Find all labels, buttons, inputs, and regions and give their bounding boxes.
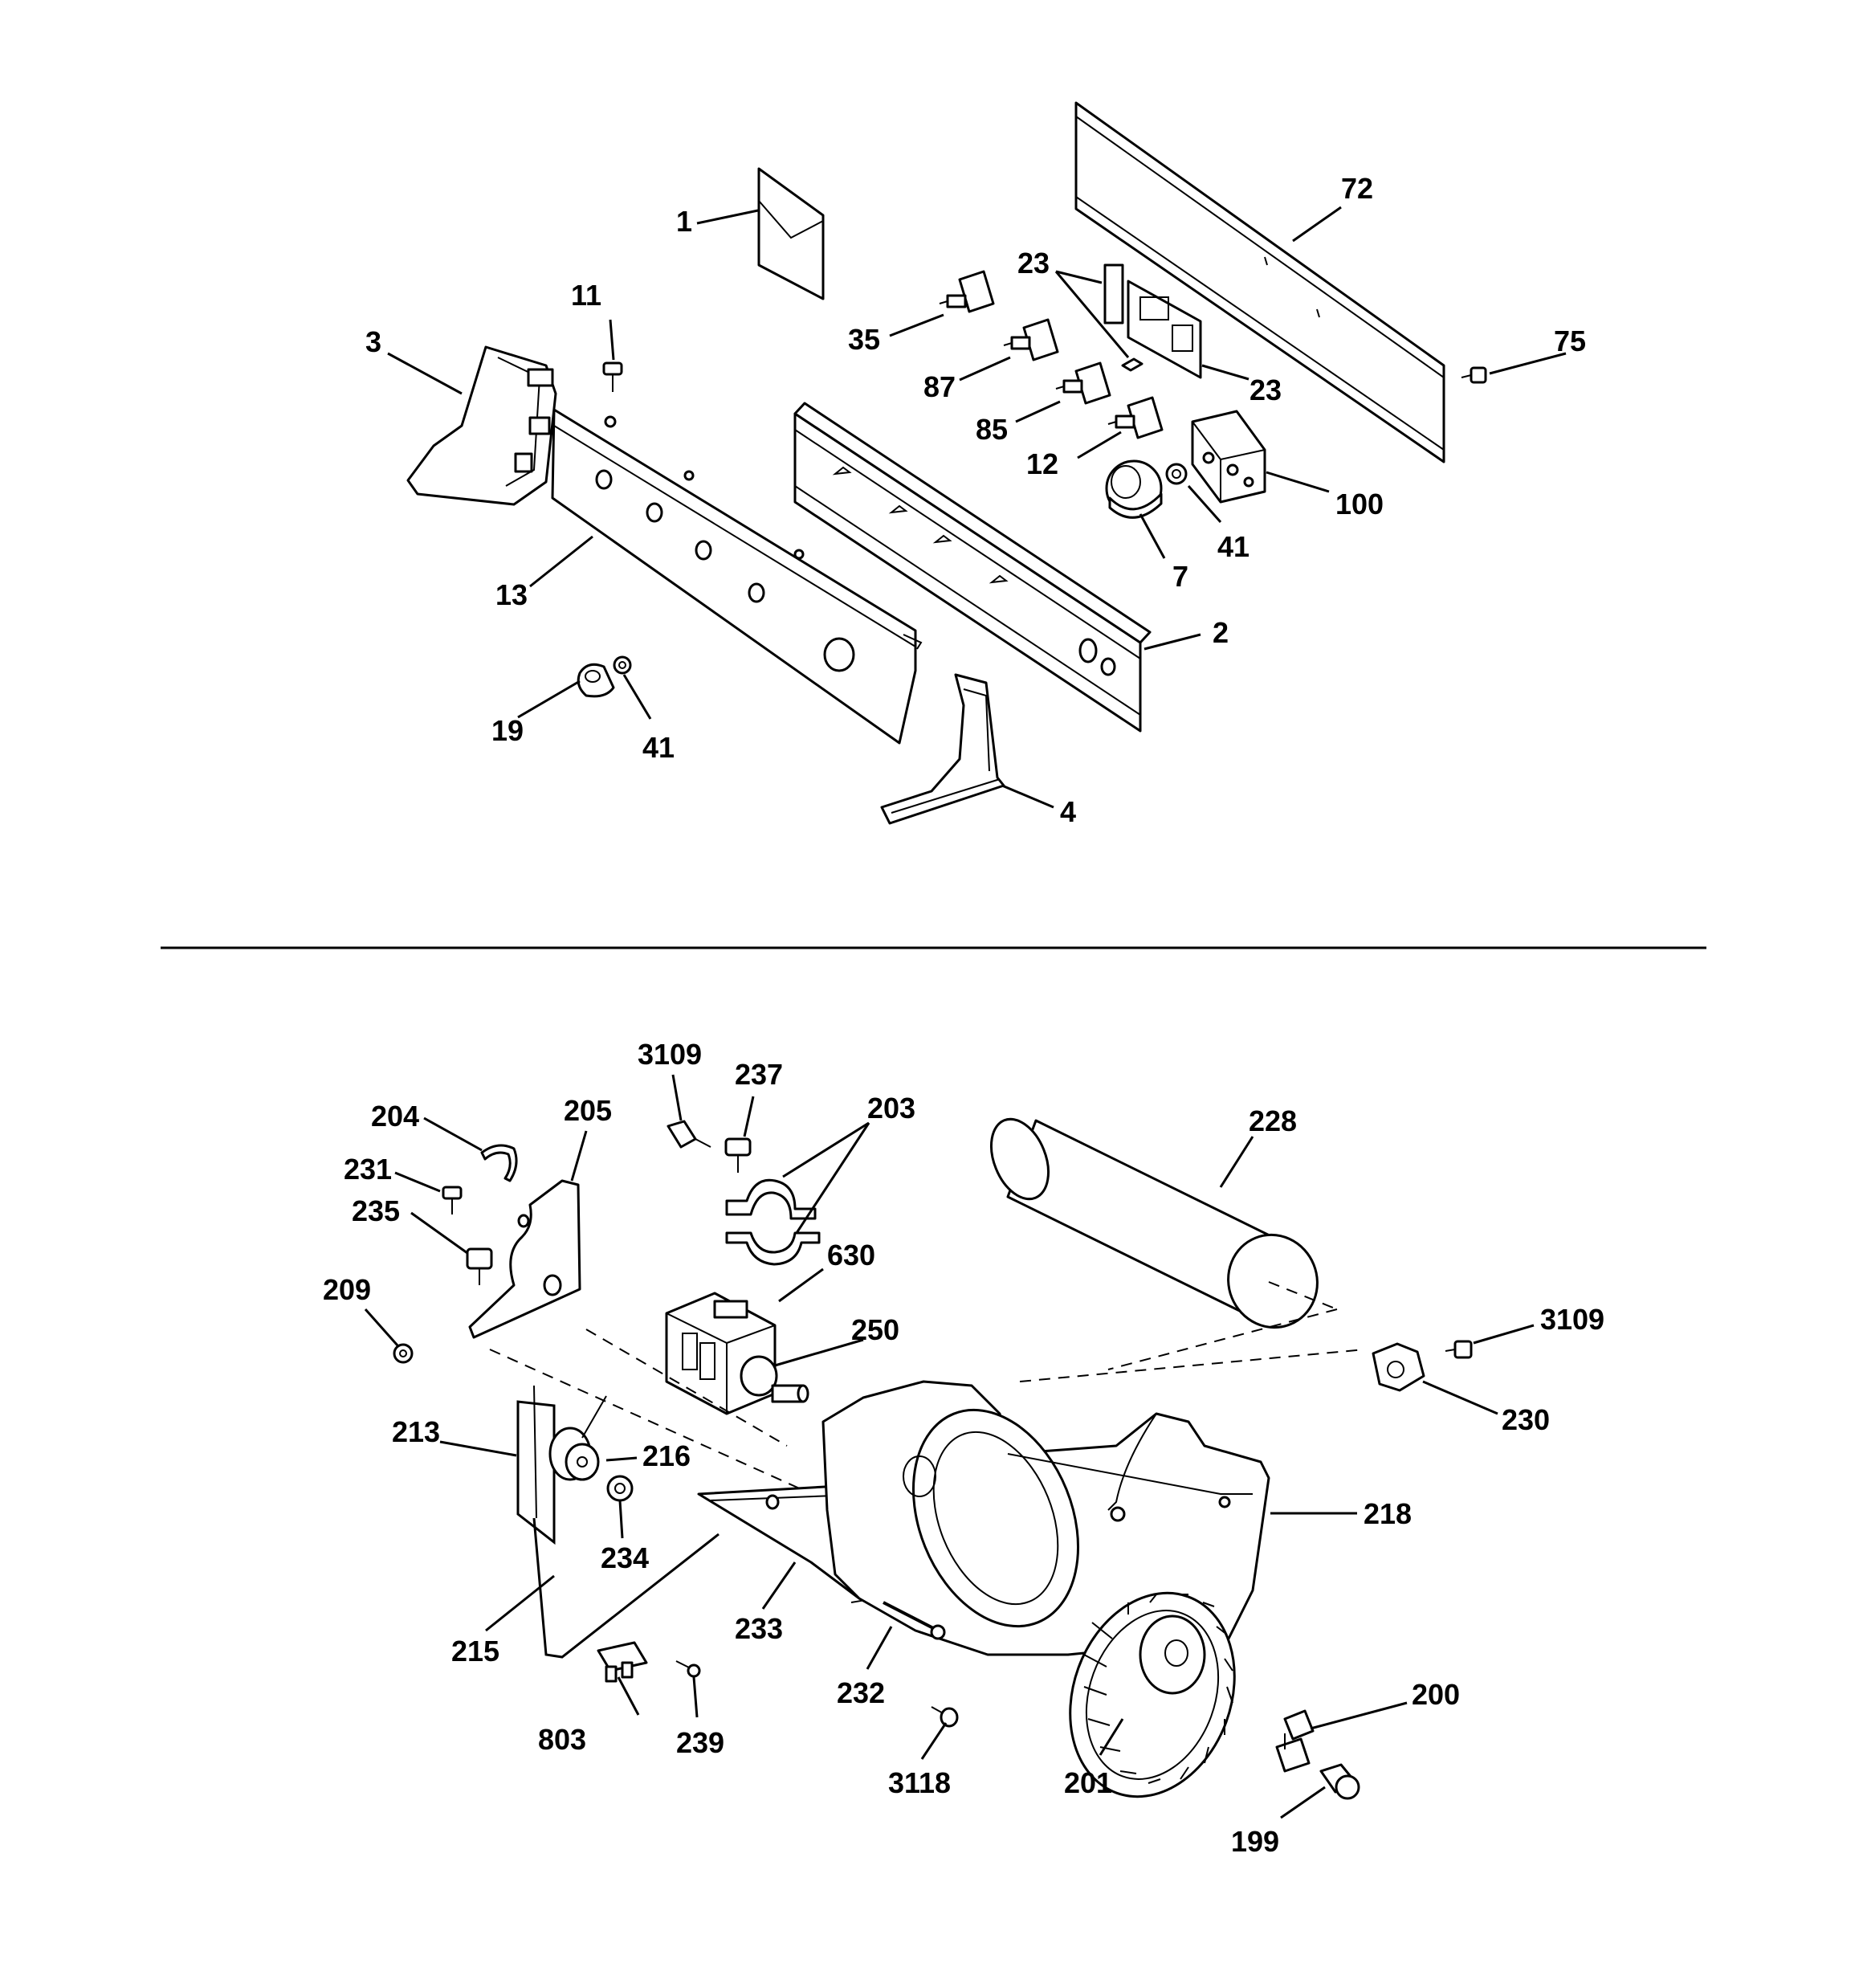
callout-11: 11 [571, 279, 601, 312]
callout-19: 19 [491, 714, 524, 747]
part-screw-237 [724, 1137, 752, 1173]
callout-41-bottom: 41 [642, 731, 675, 764]
part-left-end-cap [406, 345, 557, 506]
callout-235: 235 [352, 1194, 400, 1227]
callout-215: 215 [451, 1635, 499, 1668]
part-clip-200 [1275, 1709, 1315, 1773]
part-clip-204 [480, 1144, 518, 1182]
callout-205: 205 [564, 1094, 612, 1127]
part-screw-3109-right [1445, 1340, 1473, 1359]
part-screw-231 [442, 1186, 463, 1214]
part-bolt-199 [1319, 1763, 1360, 1800]
part-timer [1191, 410, 1266, 504]
part-pin-232 [883, 1601, 946, 1640]
callout-4: 4 [1060, 795, 1076, 828]
callout-204: 204 [371, 1100, 419, 1133]
callout-199: 199 [1231, 1825, 1279, 1858]
callout-803: 803 [538, 1723, 586, 1756]
part-screw-3118 [931, 1706, 959, 1728]
callout-87: 87 [923, 370, 956, 403]
part-clamp-203-upper [725, 1178, 817, 1220]
callout-237: 237 [735, 1058, 783, 1091]
top-leader-lines [387, 206, 1567, 809]
callout-7: 7 [1172, 560, 1188, 593]
part-nut-209 [393, 1343, 414, 1364]
callout-213: 213 [392, 1415, 440, 1448]
part-control-panel-front [551, 408, 923, 745]
part-screw-239 [675, 1660, 701, 1678]
callout-35: 35 [848, 323, 880, 356]
callout-13: 13 [495, 578, 528, 611]
part-spacer-41-top [1165, 463, 1188, 485]
part-switch-12 [1107, 396, 1164, 439]
part-exhaust-duct [990, 1117, 1338, 1370]
callout-203: 203 [867, 1092, 915, 1125]
assembly-line-c [1019, 1349, 1366, 1382]
part-switch-35 [939, 270, 995, 313]
callout-231: 231 [344, 1153, 392, 1186]
part-nut-234 [606, 1475, 634, 1502]
part-backsplash-rear-panel [1074, 101, 1445, 463]
callout-200: 200 [1412, 1678, 1460, 1711]
part-screw-75 [1461, 366, 1487, 384]
part-switch-87 [1003, 318, 1059, 361]
part-idler-pulley [548, 1395, 607, 1481]
callout-228: 228 [1249, 1104, 1297, 1137]
part-motor-mount-bracket [468, 1179, 581, 1339]
part-right-end-cap [880, 673, 1005, 825]
part-switch-85 [1055, 361, 1111, 405]
callout-3118: 3118 [888, 1766, 951, 1799]
callout-209: 209 [323, 1273, 371, 1306]
part-screw-3109-top [667, 1120, 711, 1149]
part-clamp-203-lower [725, 1231, 821, 1266]
part-clip-230 [1372, 1342, 1425, 1392]
callout-239: 239 [676, 1726, 724, 1759]
callout-12: 12 [1026, 447, 1058, 480]
part-base-bracket [697, 1484, 861, 1600]
part-spacer-41-bottom [613, 655, 632, 675]
callout-233: 233 [735, 1612, 783, 1645]
part-blower-wheel [1069, 1591, 1236, 1798]
part-switch-803 [597, 1641, 648, 1683]
callout-230: 230 [1502, 1403, 1550, 1436]
bottom-leader-lines [364, 1074, 1535, 1819]
part-literature-envelope [757, 167, 825, 300]
callout-41-top: 41 [1217, 530, 1249, 563]
part-blower-housing [821, 1380, 1270, 1656]
callout-23-a: 23 [1017, 247, 1050, 280]
callout-1: 1 [676, 205, 692, 238]
callout-216: 216 [642, 1439, 691, 1472]
callout-72: 72 [1341, 172, 1373, 205]
part-idler-rod [532, 1517, 720, 1659]
top-section-control-panel: 1 72 23 23 11 3 35 87 75 85 12 100 41 7 … [365, 101, 1586, 828]
bottom-section-blower-assembly: 3109 237 203 204 205 228 231 235 630 209… [323, 1038, 1604, 1858]
assembly-line-b [585, 1329, 788, 1447]
callout-85: 85 [976, 413, 1008, 446]
callout-3109-right: 3109 [1540, 1303, 1604, 1336]
part-switch-housing [1103, 263, 1202, 379]
callout-2: 2 [1213, 616, 1229, 649]
callout-100: 100 [1335, 488, 1384, 520]
part-timer-knob [1105, 459, 1163, 519]
callout-218: 218 [1364, 1497, 1412, 1530]
callout-250: 250 [851, 1313, 899, 1346]
callout-201: 201 [1064, 1766, 1112, 1799]
part-bolt-235 [466, 1247, 493, 1285]
part-motor-shaft [740, 1355, 809, 1403]
callout-3109-top: 3109 [638, 1038, 702, 1071]
part-screw-11 [602, 361, 623, 392]
callout-75: 75 [1554, 325, 1586, 357]
callout-3: 3 [365, 325, 381, 358]
callout-232: 232 [837, 1676, 885, 1709]
part-idler-arm [516, 1385, 556, 1545]
part-knob-19 [577, 663, 615, 698]
part-control-mount-channel [793, 402, 1152, 733]
callout-23-b: 23 [1249, 374, 1282, 406]
callout-630: 630 [827, 1239, 875, 1272]
callout-234: 234 [601, 1541, 649, 1574]
